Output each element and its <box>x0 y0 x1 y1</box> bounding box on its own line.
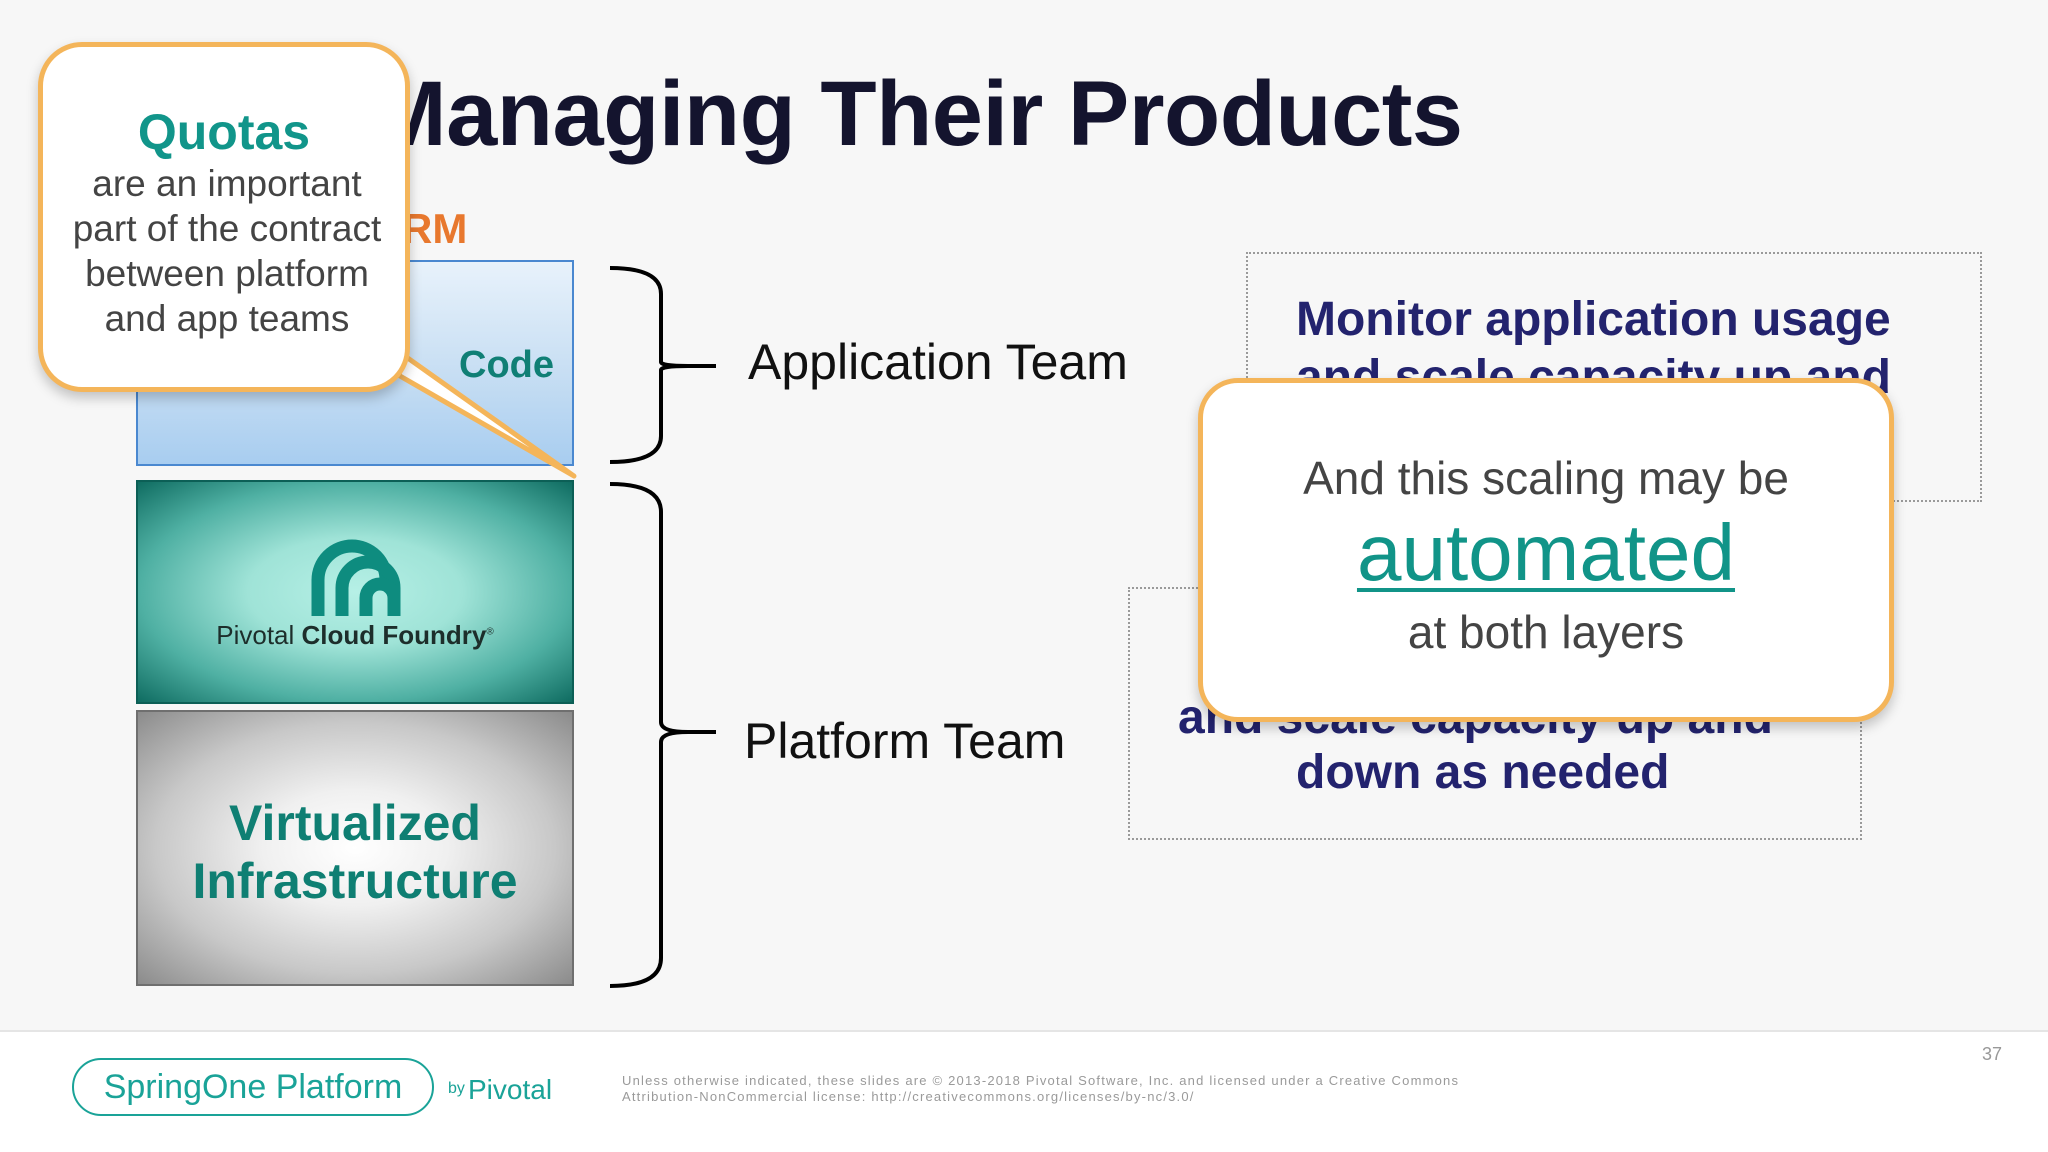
legal-notice: Unless otherwise indicated, these slides… <box>622 1073 1459 1105</box>
cloud-foundry-logo-icon <box>311 539 401 616</box>
pcf-brand-bold: Cloud Foundry <box>301 620 487 650</box>
infra-line2: Infrastructure <box>192 853 518 909</box>
automated-emphasis: automated <box>1203 507 1889 599</box>
virtualized-infrastructure-block: Virtualized Infrastructure <box>136 710 574 986</box>
infra-label: Virtualized Infrastructure <box>138 794 572 910</box>
springone-platform-logo: SpringOne Platform <box>72 1058 434 1116</box>
pivotal-label: Pivotal <box>468 1074 553 1105</box>
monitor-bottom-line2: down as needed <box>1296 746 1670 799</box>
infra-line1: Virtualized <box>229 795 481 851</box>
quotas-line3: between platform <box>85 253 369 294</box>
application-team-bracket <box>609 266 716 464</box>
platform-team-bracket <box>609 482 716 988</box>
pcf-brand-regular: Pivotal <box>216 620 295 650</box>
quotas-body: are an important part of the contract be… <box>49 161 405 341</box>
automated-callout-line3: at both layers <box>1407 606 1685 658</box>
automated-callout: And this scaling may be automated at bot… <box>1198 378 1894 722</box>
pivotal-cloud-foundry-block: Pivotal Cloud Foundry® <box>136 480 574 704</box>
team-brackets <box>609 266 716 988</box>
automated-word: automated <box>1356 508 1736 597</box>
platform-team-label: Platform Team <box>744 713 1066 769</box>
pcf-brand-name: Pivotal Cloud Foundry® <box>138 620 572 651</box>
monitor-top-line1: Monitor application usage <box>1296 293 1891 346</box>
footer-divider <box>0 1030 2048 1032</box>
slide-title: Managing Their Products <box>370 63 1463 165</box>
by-label: by <box>448 1080 465 1097</box>
quotas-callout: Quotas are an important part of the cont… <box>38 42 410 392</box>
automated-callout-line1: And this scaling may be <box>1303 452 1789 504</box>
legal-line1: Unless otherwise indicated, these slides… <box>622 1073 1460 1088</box>
application-team-label: Application Team <box>748 334 1128 390</box>
quotas-line4: and app teams <box>104 298 350 339</box>
quotas-line1: are an important <box>92 163 362 204</box>
page-number: 37 <box>1982 1044 2003 1064</box>
orange-section-label: RM <box>402 205 468 252</box>
quotas-heading: Quotas <box>137 104 311 160</box>
trademark-mark: ® <box>486 626 494 638</box>
code-label: Code <box>459 344 554 386</box>
quotas-line2: part of the contract <box>72 208 382 249</box>
legal-line2: Attribution-NonCommercial license: http:… <box>622 1089 1195 1104</box>
